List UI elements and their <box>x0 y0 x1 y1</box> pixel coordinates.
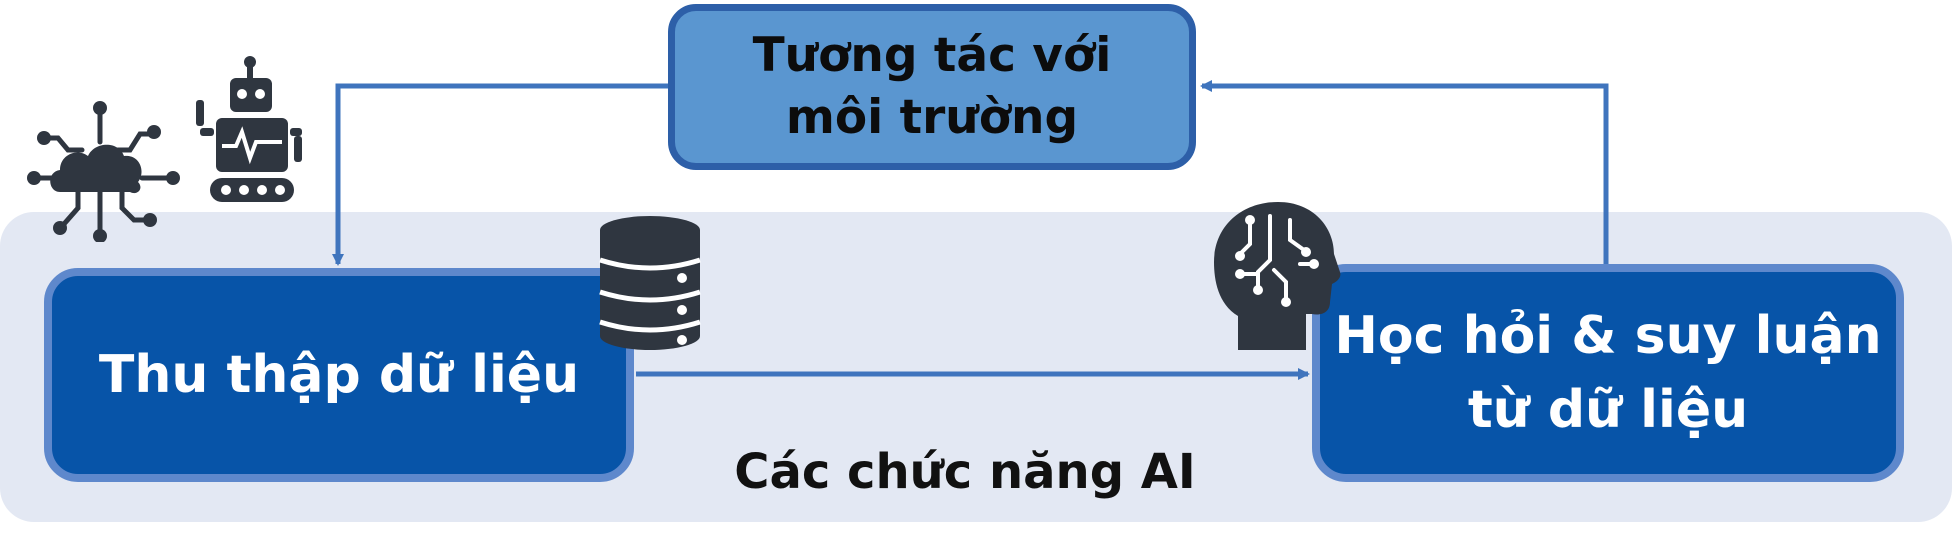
learn-label-line2: từ dữ liệu <box>1467 380 1749 440</box>
interaction-box: Tương tác với môi trường <box>668 4 1196 170</box>
robot-icon <box>196 56 302 202</box>
brain-head-icon <box>1214 202 1341 350</box>
learn-reason-box: Học hỏi & suy luận từ dữ liệu <box>1312 264 1904 482</box>
arrow-learn-to-interaction <box>1200 80 1609 264</box>
database-icon <box>599 216 701 350</box>
collect-data-box: Thu thập dữ liệu <box>44 268 634 482</box>
collect-data-label: Thu thập dữ liệu <box>98 345 580 405</box>
group-caption: Các chức năng AI <box>734 444 1196 500</box>
interaction-label-line1: Tương tác với <box>752 28 1112 83</box>
learn-label-line1: Học hỏi & suy luận <box>1334 306 1882 366</box>
interaction-label-line2: môi trường <box>785 90 1079 145</box>
iot-cloud-icon <box>27 101 180 242</box>
arrow-interaction-to-collect <box>332 83 668 266</box>
